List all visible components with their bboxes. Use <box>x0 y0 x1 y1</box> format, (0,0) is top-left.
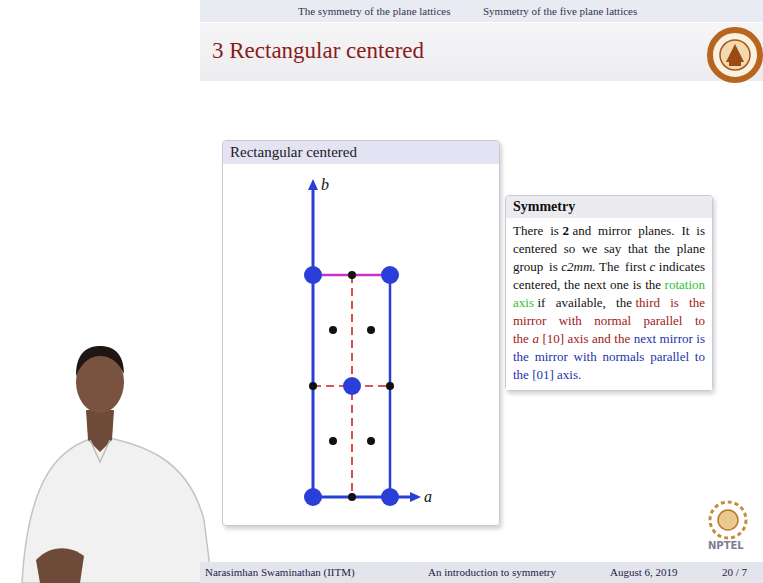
logo-gear <box>710 502 746 538</box>
figure-panel: Rectangular centered <box>222 140 500 526</box>
band-text: An introduction to symmetry <box>428 562 556 583</box>
text-run: 2 <box>562 223 569 238</box>
panel-heading: Symmetry <box>506 196 712 218</box>
lattice-point <box>343 377 361 395</box>
band-text: The symmetry of the plane lattices <box>298 0 450 22</box>
institute-logo <box>710 30 760 80</box>
hand <box>36 548 84 583</box>
arrow-head <box>410 492 421 502</box>
shirt <box>22 436 212 583</box>
hair <box>76 346 124 376</box>
lecturer-figure <box>22 346 212 583</box>
arrow-head <box>308 179 318 190</box>
nptel-logo <box>710 502 746 538</box>
band-text: Symmetry of the five plane lattices <box>483 0 637 22</box>
panel-heading: Rectangular centered <box>223 141 499 164</box>
axis-label: b <box>321 176 329 194</box>
symmetry-panel: SymmetryThere is2and mirror planes. It i… <box>505 195 713 391</box>
text-run: if available, the <box>537 295 631 310</box>
logo-ring <box>710 30 760 80</box>
text-run: a <box>532 331 539 346</box>
twofold-axis <box>386 382 394 390</box>
twofold-axis <box>367 326 375 334</box>
footer-band: Narasimhan Swaminathan (IITM) An introduc… <box>200 562 763 583</box>
band-text: 20 / 7 <box>722 562 747 583</box>
lattice-point <box>381 266 399 284</box>
lattice-figure <box>304 179 421 506</box>
lattice-point <box>381 488 399 506</box>
band-text: Narasimhan Swaminathan (IITM) <box>205 562 355 583</box>
lattice-point <box>304 266 322 284</box>
logo-core <box>718 510 738 530</box>
twofold-axis <box>348 493 356 501</box>
text-run: [10] axis and the <box>542 331 630 346</box>
neck <box>86 410 114 452</box>
logo-base <box>729 62 741 66</box>
logo-emblem <box>726 44 744 62</box>
text-run: There is <box>513 223 559 238</box>
body-text: There is2and mirror planes. It is center… <box>506 218 712 390</box>
twofold-axis <box>367 437 375 445</box>
lattice-point <box>304 488 322 506</box>
axis-label: a <box>424 488 432 506</box>
header-band: The symmetry of the plane lattices Symmet… <box>200 0 763 22</box>
title-band <box>200 23 763 81</box>
logo-text: NPTEL <box>708 540 744 551</box>
twofold-axis <box>309 382 317 390</box>
band-text: August 6, 2019 <box>610 562 678 583</box>
text-run: The first <box>599 259 646 274</box>
text-run: c2mm. <box>561 259 595 274</box>
slide-title: 3 Rectangular centered <box>212 38 424 64</box>
twofold-axis <box>329 437 337 445</box>
a-axis <box>313 496 415 499</box>
logo-core <box>720 40 750 70</box>
twofold-axis <box>348 271 356 279</box>
twofold-axis <box>329 326 337 334</box>
collar <box>90 440 110 462</box>
text-run: c <box>650 259 656 274</box>
b-axis <box>312 186 315 497</box>
